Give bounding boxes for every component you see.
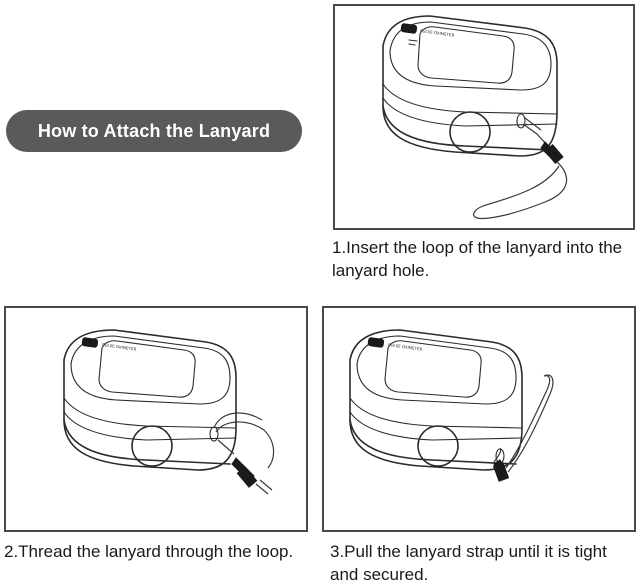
step-3-caption: 3.Pull the lanyard strap until it is tig… [330,542,607,584]
step-1-illustration: PULSE OXIMETER [333,4,635,230]
step-2-caption: 2.Thread the lanyard through the loop. [4,542,294,561]
device-label: PULSE OXIMETER [102,342,137,352]
device-label: PULSE OXIMETER [388,342,423,352]
oximeter-drawing: PULSE OXIMETER [382,15,568,220]
oximeter-drawing: PULSE OXIMETER [349,329,554,482]
step-2-illustration: PULSE OXIMETER [4,306,308,532]
device-label: PULSE OXIMETER [420,28,455,38]
title-text: How to Attach the Lanyard [37,120,271,141]
oximeter-drawing: PULSE OXIMETER [63,329,275,495]
step-3-illustration: PULSE OXIMETER [322,306,636,532]
step-1-caption: 1.Insert the loop of the lanyard into th… [332,238,623,280]
title-banner: How to Attach the Lanyard [6,110,302,152]
